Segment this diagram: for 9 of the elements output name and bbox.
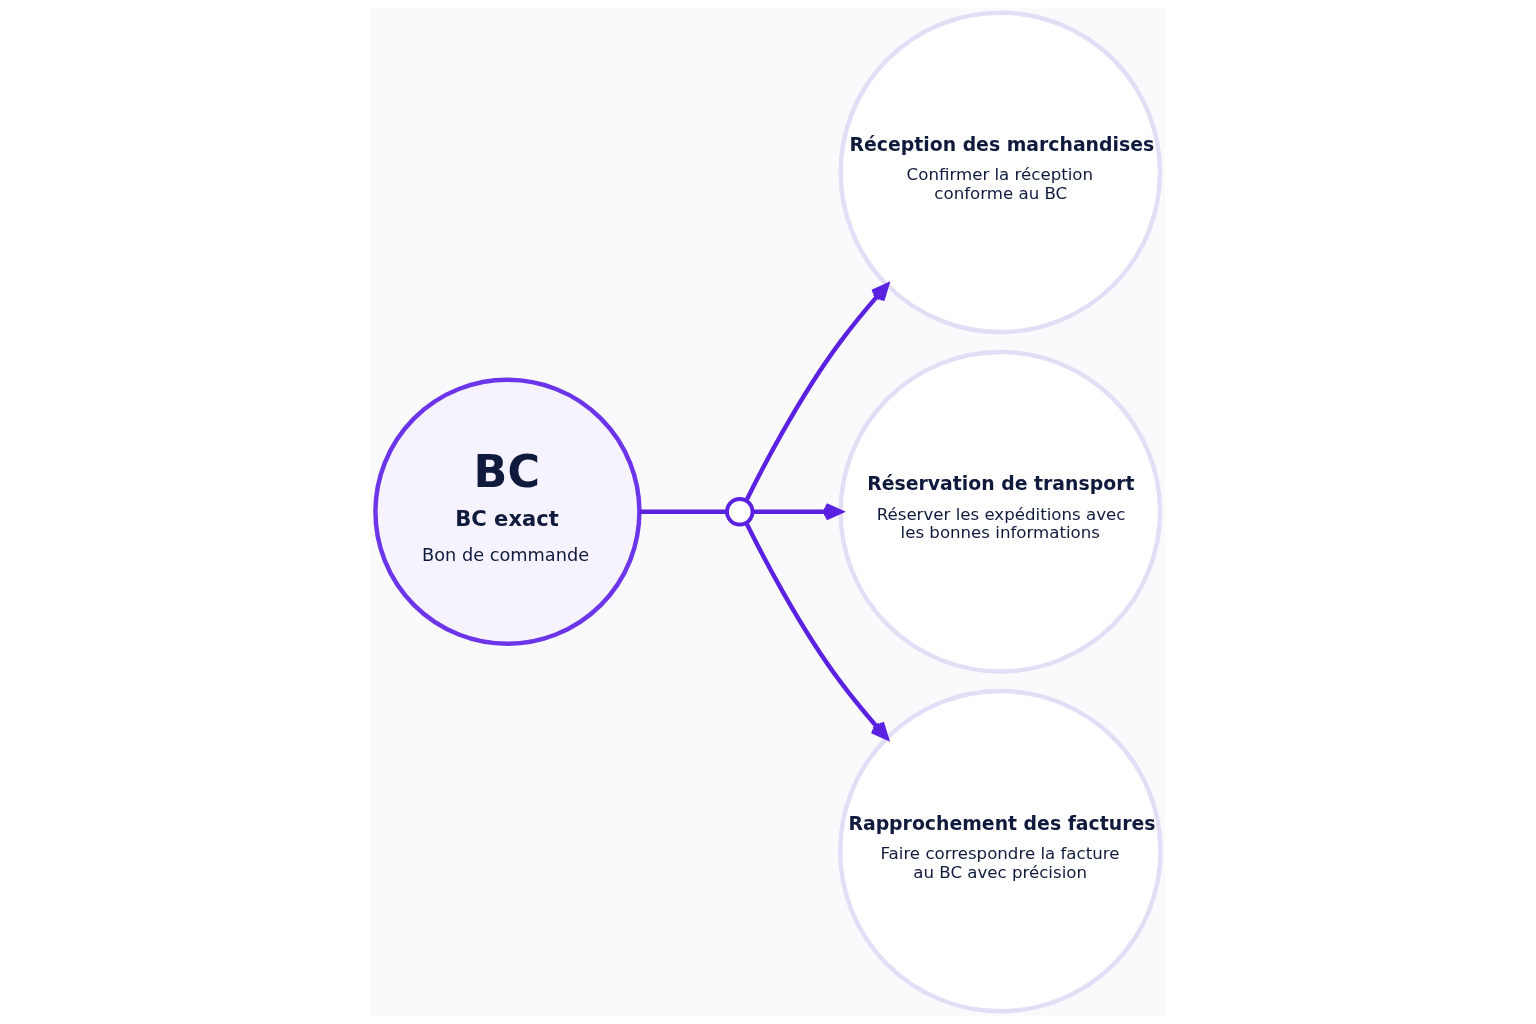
node-circle — [725, 497, 755, 527]
arrow — [752, 503, 843, 521]
node-circle: BC BC exact Bon de commande — [373, 377, 642, 646]
arrow — [744, 283, 890, 502]
node-circle: Réservation de transport Réserver les expéditions avec les bonnes informations — [838, 349, 1163, 674]
node-circle: Réception des marchandises Confirmer la réception conforme au BC — [838, 10, 1163, 335]
arrow — [744, 522, 889, 740]
connector — [639, 509, 727, 514]
node-circle: Rapprochement des factures Faire correspondre la facture au BC avec précision — [837, 688, 1163, 1014]
